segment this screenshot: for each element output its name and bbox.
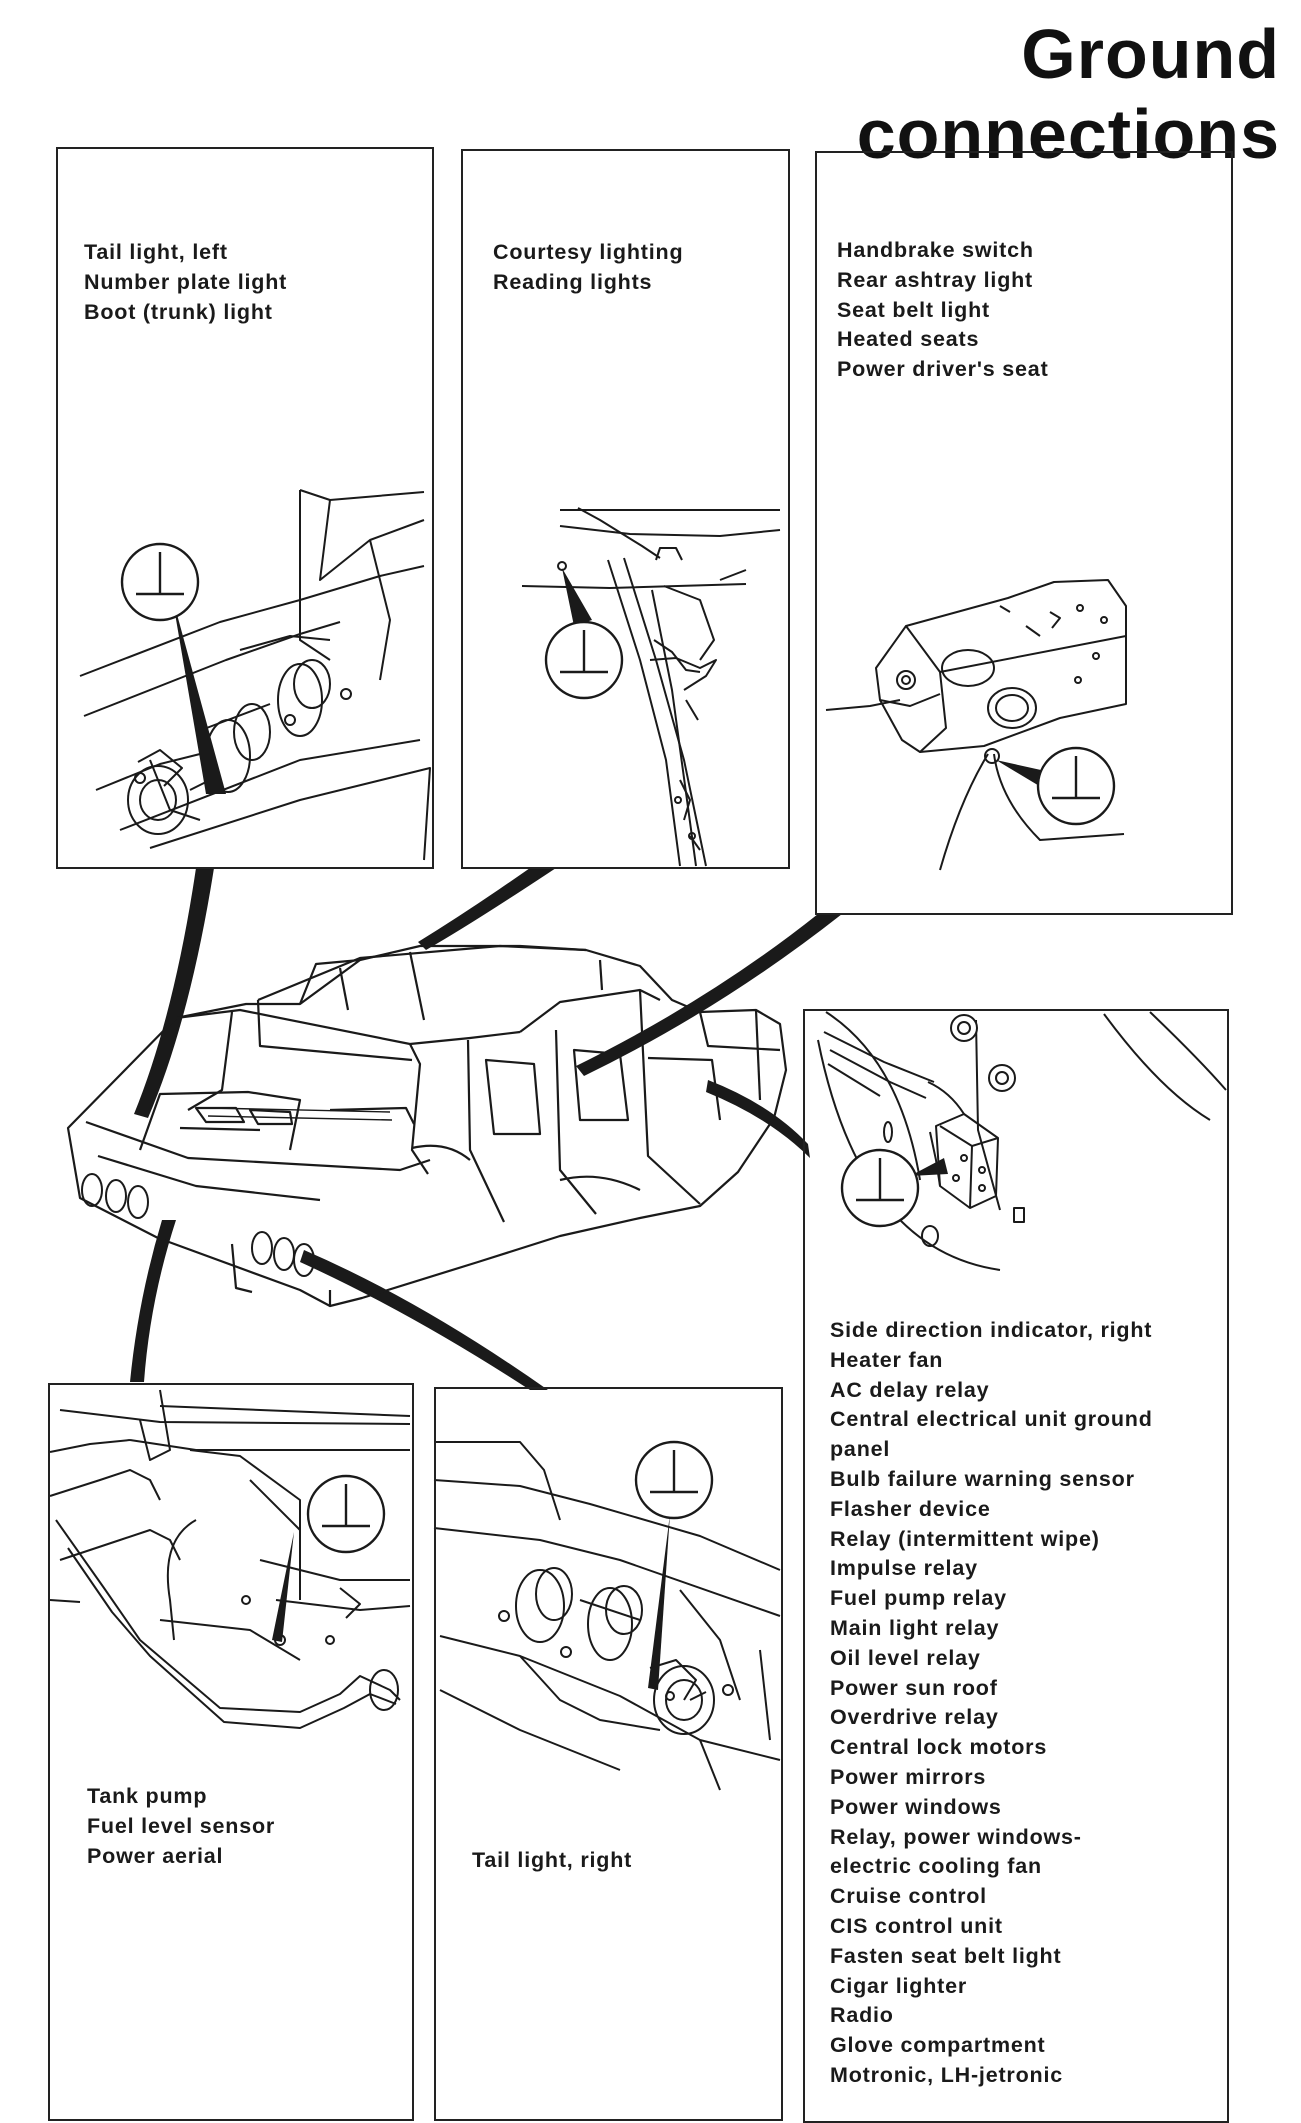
list-item: Fuel pump relay xyxy=(830,1586,1007,1611)
panel-handbrake xyxy=(815,151,1233,915)
panel-rear-left xyxy=(56,147,434,869)
sketch-handbrake xyxy=(825,579,1127,871)
list-item: electric cooling fan xyxy=(830,1854,1042,1879)
trunk-ribbing xyxy=(207,1107,393,1121)
list-item: Rear ashtray light xyxy=(837,267,1034,292)
list-central: Side direction indicator, right Heater f… xyxy=(830,1316,1153,2091)
list-item: Courtesy lighting xyxy=(493,240,684,264)
list-item: Oil level relay xyxy=(830,1645,981,1670)
list-item: Central lock motors xyxy=(830,1735,1048,1760)
ground-callout-courtesy xyxy=(544,568,624,700)
list-item: Bulb failure warning sensor xyxy=(830,1466,1135,1491)
list-item: Tail light, right xyxy=(472,1848,633,1872)
list-item: Overdrive relay xyxy=(830,1705,999,1730)
screws-central xyxy=(950,1014,1016,1092)
panel-tank xyxy=(48,1383,414,2121)
sketch-tank xyxy=(49,1389,411,1729)
ground-callout-central xyxy=(840,1148,948,1228)
sketch-rear-right xyxy=(433,1441,781,1791)
tail-lights-left-car xyxy=(81,1173,315,1277)
list-item: Power sun roof xyxy=(830,1675,998,1700)
list-item: Cigar lighter xyxy=(830,1973,968,1998)
list-item: Central electrical unit ground xyxy=(830,1407,1153,1432)
leader-rear-right xyxy=(300,1250,548,1390)
list-item: Heater fan xyxy=(830,1347,944,1372)
list-item: Reading lights xyxy=(493,269,653,294)
list-item: Impulse relay xyxy=(830,1556,978,1581)
list-item: Side direction indicator, right xyxy=(830,1318,1153,1342)
list-rear-right: Tail light, right xyxy=(472,1846,632,1876)
leader-rear-left xyxy=(134,868,214,1118)
list-item: Power mirrors xyxy=(830,1764,987,1789)
list-item: Motronic, LH-jetronic xyxy=(830,2062,1063,2087)
list-item: Boot (trunk) light xyxy=(84,299,273,324)
ground-callout-handbrake xyxy=(996,746,1116,826)
list-item: Relay (intermittent wipe) xyxy=(830,1526,1100,1551)
ground-callout-rear-left xyxy=(120,542,226,794)
list-item: Fuel level sensor xyxy=(87,1813,276,1838)
list-item: Tank pump xyxy=(87,1784,208,1808)
list-item: Radio xyxy=(830,2003,894,2028)
list-rear-left: Tail light, left Number plate light Boot… xyxy=(84,238,287,327)
leader-courtesy xyxy=(418,868,556,950)
list-item: Main light relay xyxy=(830,1615,1000,1640)
list-item: panel xyxy=(830,1437,891,1462)
list-item: Cruise control xyxy=(830,1884,987,1909)
panel-rear-right xyxy=(434,1387,783,2121)
sketch-courtesy xyxy=(521,507,781,867)
list-tank: Tank pump Fuel level sensor Power aerial xyxy=(87,1782,275,1871)
list-item: Power driver's seat xyxy=(837,357,1049,382)
panel-courtesy xyxy=(461,149,790,869)
list-item: AC delay relay xyxy=(830,1377,990,1402)
list-item: Handbrake switch xyxy=(837,238,1034,262)
list-item: Glove compartment xyxy=(830,2033,1046,2058)
list-item: Power aerial xyxy=(87,1843,224,1868)
list-item: Flasher device xyxy=(830,1496,991,1521)
ground-callout-tank xyxy=(272,1474,386,1642)
list-item: Fasten seat belt light xyxy=(830,1943,1062,1968)
list-item: Relay, power windows- xyxy=(830,1824,1082,1849)
ground-callout-rear-right xyxy=(634,1440,714,1690)
list-item: Number plate light xyxy=(84,269,288,294)
list-item: CIS control unit xyxy=(830,1913,1003,1938)
page-title: Ground connections xyxy=(856,15,1280,173)
list-courtesy: Courtesy lighting Reading lights xyxy=(493,238,683,298)
list-item: Tail light, left xyxy=(84,240,228,264)
sketch-rear-left xyxy=(79,489,431,861)
leader-tank xyxy=(130,1220,176,1382)
leader-central xyxy=(706,1080,810,1158)
list-handbrake: Handbrake switch Rear ashtray light Seat… xyxy=(837,236,1049,385)
list-item: Heated seats xyxy=(837,327,980,352)
list-item: Power windows xyxy=(830,1794,1002,1819)
list-item: Seat belt light xyxy=(837,297,990,322)
